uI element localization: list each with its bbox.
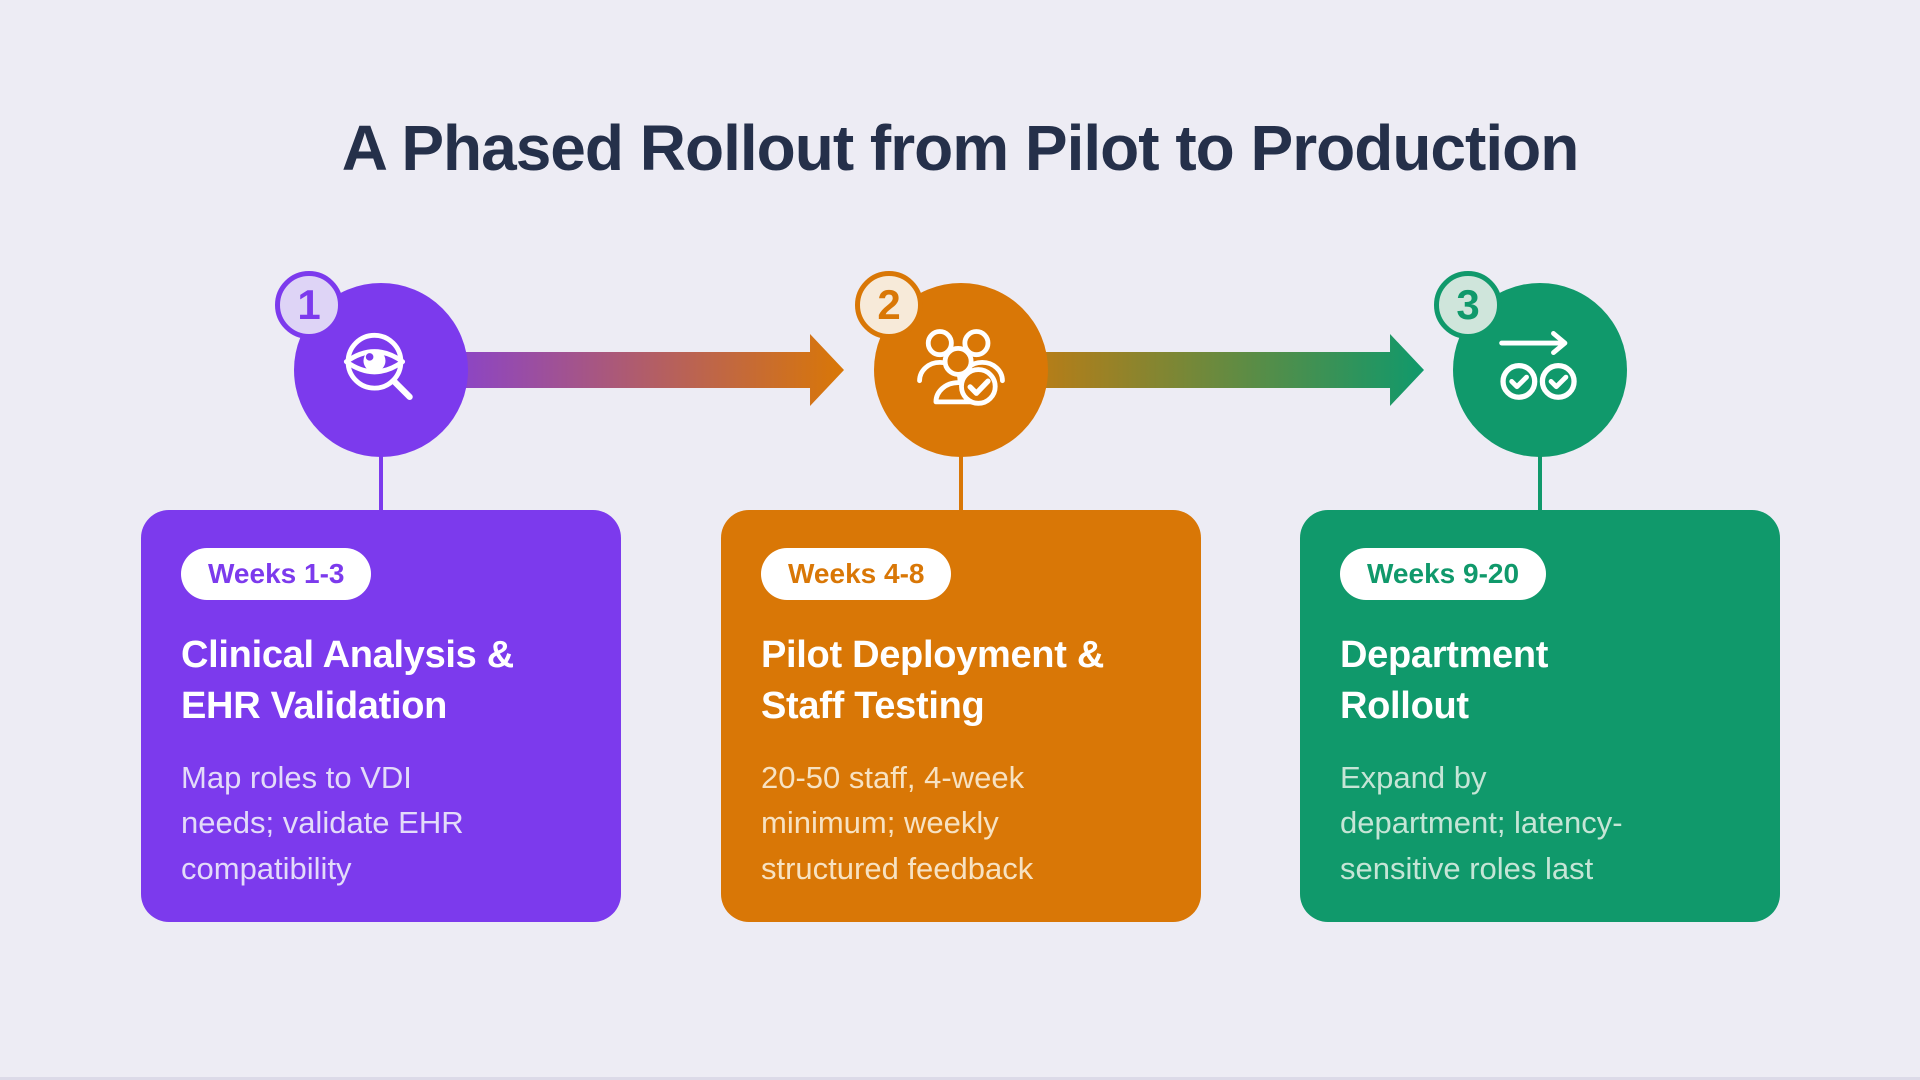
phase-card-3: Weeks 9-20 Department Rollout Expand by … bbox=[1300, 510, 1780, 922]
step-number-badge-1: 1 bbox=[275, 271, 343, 339]
connector-line-3 bbox=[1538, 450, 1542, 512]
connector-line-1 bbox=[379, 450, 383, 512]
card-title-3: Department Rollout bbox=[1340, 634, 1549, 728]
step-number-badge-3: 3 bbox=[1434, 271, 1502, 339]
eye-magnifier-icon bbox=[343, 332, 413, 400]
connector-line-2 bbox=[959, 450, 963, 512]
phase-circle-2 bbox=[874, 283, 1048, 457]
step-number-badge-2: 2 bbox=[855, 271, 923, 339]
phase-card-2: Weeks 4-8 Pilot Deployment & Staff Testi… bbox=[721, 510, 1201, 922]
phase-card-1: Weeks 1-3 Clinical Analysis & EHR Valida… bbox=[141, 510, 621, 922]
card-description-1: Map roles to VDI needs; validate EHR com… bbox=[181, 759, 464, 887]
card-description-3: Expand by department; latency- sensitive… bbox=[1340, 759, 1623, 887]
page-title: A Phased Rollout from Pilot to Productio… bbox=[341, 111, 1580, 184]
step-number-2: 2 bbox=[877, 281, 901, 328]
card-title-1: Clinical Analysis & EHR Validation bbox=[181, 634, 514, 728]
step-number-1: 1 bbox=[297, 281, 321, 328]
weeks-pill-3: Weeks 9-20 bbox=[1340, 548, 1547, 600]
weeks-pill-1: Weeks 1-3 bbox=[181, 548, 372, 600]
team-check-icon bbox=[917, 329, 1005, 406]
step-number-3: 3 bbox=[1456, 281, 1480, 328]
card-title-2: Pilot Deployment & Staff Testing bbox=[761, 634, 1104, 728]
rollout-progress-icon bbox=[1499, 331, 1577, 400]
weeks-pill-2: Weeks 4-8 bbox=[761, 548, 952, 600]
bottom-edge-line bbox=[0, 1077, 1920, 1080]
card-description-2: 20-50 staff, 4-week minimum; weekly stru… bbox=[761, 759, 1034, 887]
